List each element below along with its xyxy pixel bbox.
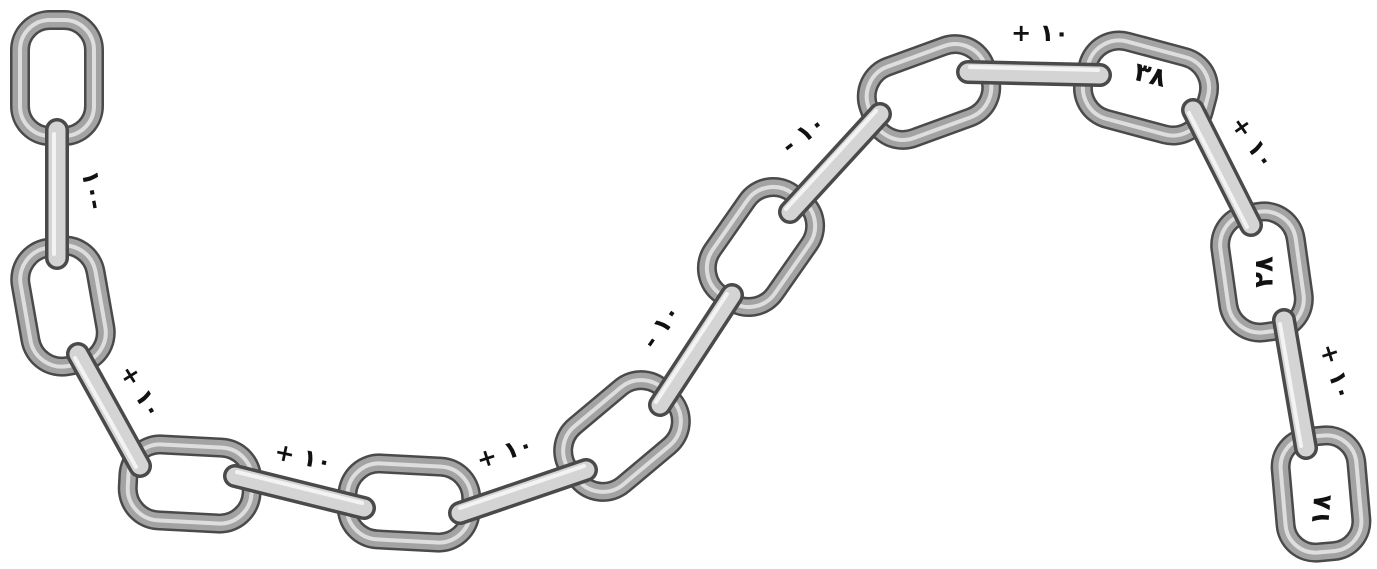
op-label-9: + ١٠	[1314, 340, 1358, 404]
link-value-28: ٢٨	[1250, 256, 1280, 288]
op-label-6: - ١٠	[776, 109, 831, 160]
op-label-5: - ١٠	[636, 299, 686, 354]
op-label-4: + ١٠	[473, 430, 537, 474]
link-value-38: ٣٨	[1131, 57, 1169, 94]
op-label-7: + ١٠	[1011, 19, 1069, 47]
link-value-18: ١٨	[1305, 493, 1338, 527]
chain-bar-7	[968, 67, 1100, 75]
chain-bar-9	[1280, 320, 1306, 448]
chain-bar-1	[54, 130, 57, 258]
op-label-1: ١٠-	[76, 168, 110, 212]
op-label-3: + ١٠	[272, 437, 334, 476]
chain-oval-links	[15, 20, 1364, 555]
